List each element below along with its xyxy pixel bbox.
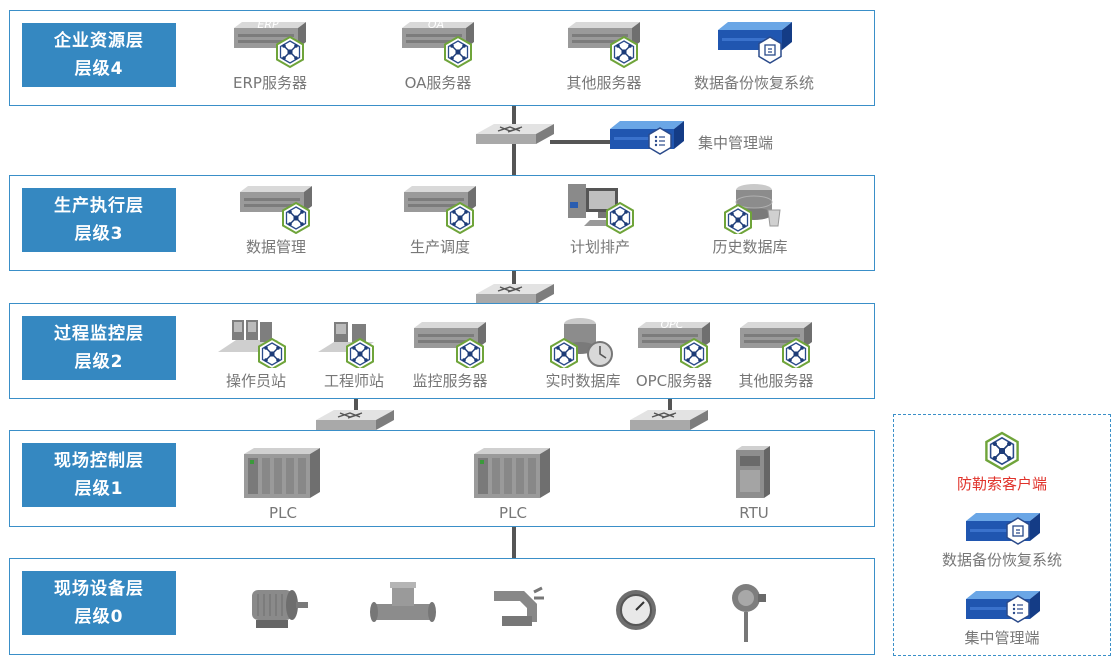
layer-label: 生产执行层 层级3 <box>22 188 176 252</box>
legend-client: 防勒索客户端 <box>894 431 1110 494</box>
layer-level: 层级2 <box>74 352 124 372</box>
layer-level: 层级0 <box>74 607 124 627</box>
rtu-label: RTU <box>739 504 769 522</box>
motor-icon <box>252 590 308 628</box>
opc-badge: OPC <box>661 318 684 331</box>
plc-2[interactable]: PLC <box>470 444 556 522</box>
layer-title: 现场设备层 <box>54 579 144 599</box>
production-planning[interactable]: 计划排产 <box>564 180 636 257</box>
layer-title: 企业资源层 <box>54 31 144 51</box>
production-scheduling[interactable]: 生产调度 <box>398 182 482 257</box>
layer-label: 过程监控层 层级2 <box>22 316 176 380</box>
legend-backup-label: 数据备份恢复系统 <box>941 551 1062 569</box>
operator-station-label: 操作员站 <box>225 372 286 390</box>
production-scheduling-label: 生产调度 <box>409 238 470 256</box>
engineer-station-label: 工程师站 <box>323 372 384 390</box>
oa-server[interactable]: OA OA服务器 <box>396 18 480 93</box>
erp-badge: ERP <box>257 18 279 31</box>
opc-server-label: OPC服务器 <box>635 372 713 390</box>
layer-title: 过程监控层 <box>54 324 144 344</box>
data-management[interactable]: 数据管理 <box>234 182 318 257</box>
other-server-2[interactable]: 其他服务器 <box>734 318 818 391</box>
production-planning-label: 计划排产 <box>569 238 630 256</box>
data-management-label: 数据管理 <box>245 238 306 256</box>
history-database[interactable]: 历史数据库 <box>710 180 790 257</box>
flow-meter-icon <box>370 582 436 622</box>
other-server-2-label: 其他服务器 <box>738 372 814 390</box>
layer-label: 现场控制层 层级1 <box>22 443 176 507</box>
layer-level: 层级3 <box>74 224 124 244</box>
realtime-database[interactable]: 实时数据库 <box>538 314 628 391</box>
layer2-link-line-left <box>354 398 358 412</box>
oa-badge: OA <box>428 18 444 31</box>
legend-panel: 防勒索客户端 数据备份恢复系统 集中管理端 <box>893 414 1111 656</box>
backup-system-4[interactable]: 数据备份恢复系统 <box>688 18 820 93</box>
other-server-4-label: 其他服务器 <box>566 74 642 92</box>
monitoring-server-label: 监控服务器 <box>412 372 488 390</box>
legend-mgmt: 集中管理端 <box>894 585 1110 648</box>
layer-title: 生产执行层 <box>54 196 144 216</box>
layer-level: 层级4 <box>74 59 124 79</box>
layer2-link-line-right <box>668 398 672 412</box>
backbone-line-1-0 <box>512 526 516 560</box>
layer-field-device: 现场设备层 层级0 <box>9 558 875 655</box>
temperature-sensor-icon <box>732 584 766 642</box>
layer-label: 现场设备层 层级0 <box>22 571 176 635</box>
legend-mgmt-label: 集中管理端 <box>964 629 1040 647</box>
layer-level: 层级1 <box>74 479 124 499</box>
layer-monitoring: 过程监控层 层级2 <box>9 303 875 399</box>
layer-label: 企业资源层 层级4 <box>22 23 176 87</box>
history-database-label: 历史数据库 <box>712 238 788 256</box>
rtu[interactable]: RTU <box>730 444 778 522</box>
operator-station[interactable]: 操作员站 <box>214 316 298 391</box>
backup-system-4-label: 数据备份恢复系统 <box>693 74 814 92</box>
other-server-4[interactable]: 其他服务器 <box>562 18 646 93</box>
plc-1-label: PLC <box>269 504 297 522</box>
plc-1[interactable]: PLC <box>240 444 326 522</box>
pipe-sensor-icon <box>494 586 544 626</box>
layer-title: 现场控制层 <box>54 451 144 471</box>
monitoring-server[interactable]: 监控服务器 <box>408 318 492 391</box>
engineer-station[interactable]: 工程师站 <box>312 316 396 391</box>
oa-server-label: OA服务器 <box>404 74 472 92</box>
mgmt-link-line <box>550 140 610 144</box>
legend-backup: 数据备份恢复系统 <box>894 507 1110 570</box>
mgmt-console[interactable] <box>604 114 688 160</box>
erp-server[interactable]: ERP ERP服务器 <box>228 18 312 93</box>
layer-field-control: 现场控制层 层级1 <box>9 430 875 527</box>
mgmt-console-label: 集中管理端 <box>698 134 774 152</box>
legend-client-label: 防勒索客户端 <box>956 475 1047 493</box>
erp-server-label: ERP服务器 <box>233 74 307 92</box>
core-switch <box>476 124 555 145</box>
pressure-gauge-icon <box>616 590 656 630</box>
opc-server[interactable]: OPC OPC服务器 <box>632 318 716 391</box>
realtime-database-label: 实时数据库 <box>545 372 621 390</box>
plc-2-label: PLC <box>499 504 527 522</box>
